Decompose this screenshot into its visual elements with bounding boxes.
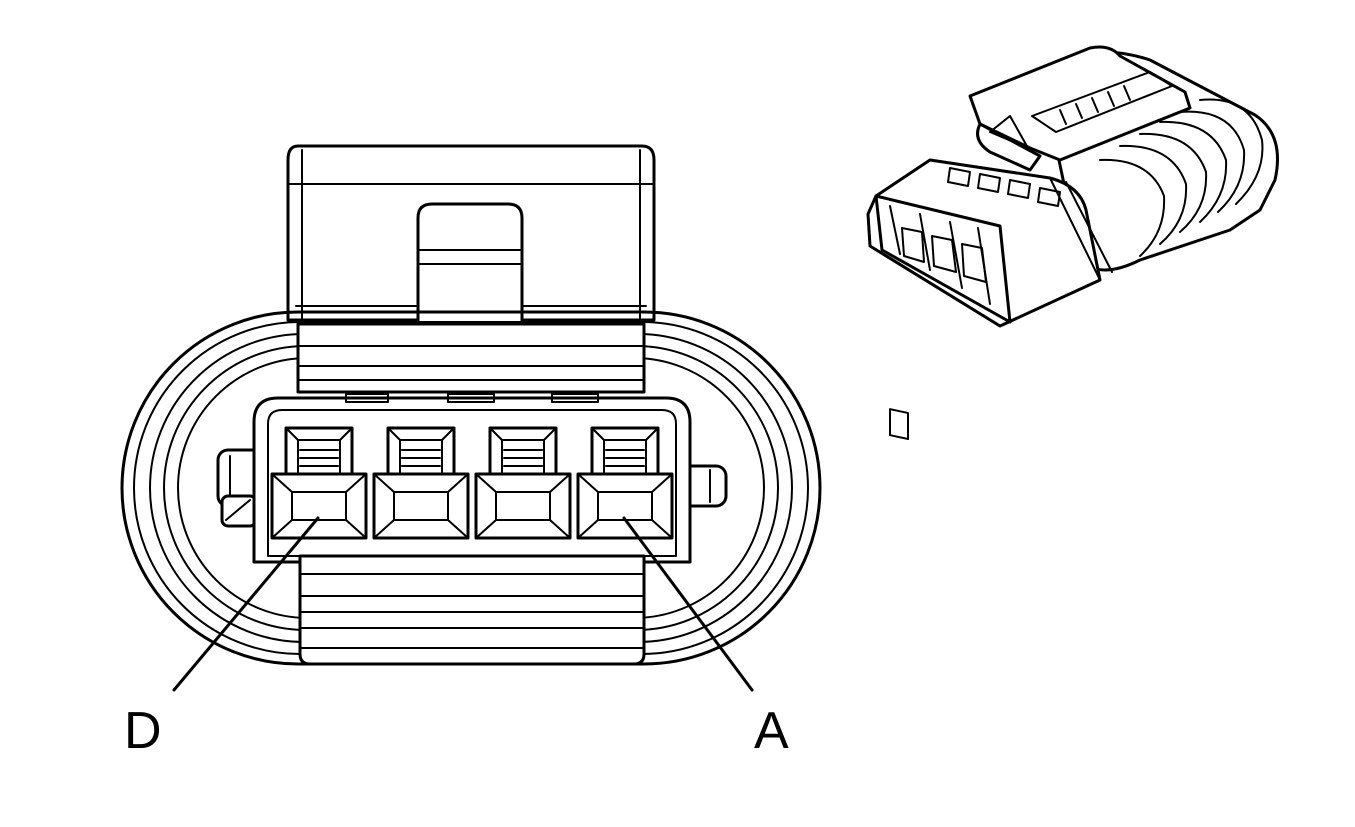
pin-label-a: A <box>754 702 789 760</box>
terminal-cavity <box>372 426 470 540</box>
leader-line-a <box>622 516 754 692</box>
shroud-band <box>296 322 646 394</box>
leader-line-d <box>172 516 320 692</box>
connector-front-view: D A <box>120 144 822 760</box>
connector-isometric-view <box>866 45 1279 441</box>
pin-callouts: D A <box>124 516 789 760</box>
lower-housing <box>298 554 646 666</box>
terminal-cavities <box>270 426 674 540</box>
terminal-cavity <box>474 426 572 540</box>
terminal-cavity <box>576 426 674 540</box>
terminal-cavity <box>270 426 368 540</box>
pin-label-d: D <box>124 702 162 760</box>
locking-tab <box>286 144 656 330</box>
